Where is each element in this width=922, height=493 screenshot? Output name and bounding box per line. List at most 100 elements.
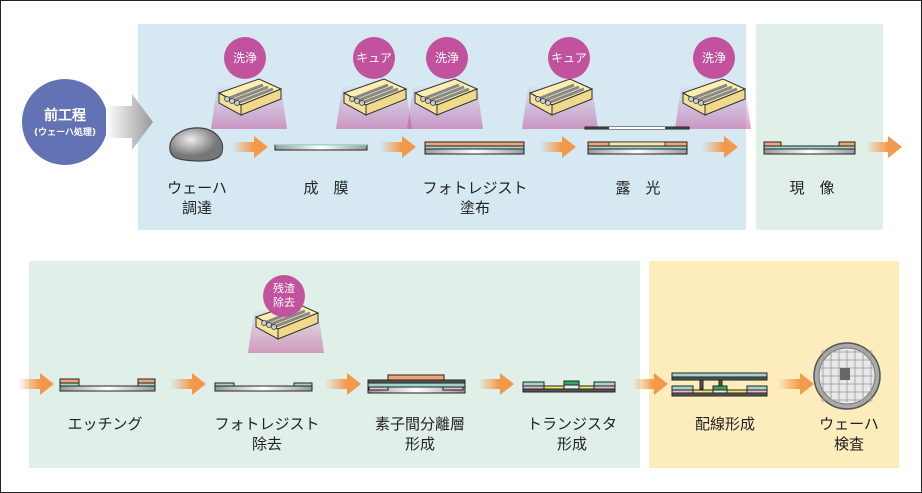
tube (351, 83, 389, 101)
resist-layer (763, 141, 782, 147)
badge-clean-3: 洗浄 (693, 37, 735, 79)
substrate-layer (367, 386, 466, 394)
badge-residue-line1: 残渣 (273, 282, 295, 295)
substrate-layer (274, 144, 368, 151)
flow-arrow-icon (232, 136, 268, 158)
step-resist-coat: フォトレジスト 塗布 (422, 179, 528, 217)
tube-end (266, 322, 272, 328)
resist-layer (424, 141, 525, 147)
oxide-layer (367, 382, 466, 388)
oxide-layer (522, 381, 545, 387)
flow-arrow-icon (170, 373, 206, 395)
tube (226, 83, 264, 101)
step-inspection: ウェーハ 検査 (819, 415, 879, 453)
flow-arrow-icon (325, 373, 361, 395)
substrate-layer (214, 385, 313, 392)
badge-clean-1: 洗浄 (224, 37, 266, 79)
tube-end (693, 98, 699, 104)
tube (542, 85, 580, 103)
tube-end (545, 100, 551, 106)
cleaning-equipment-icon (336, 78, 412, 129)
cleaning-equipment-icon (675, 78, 751, 129)
big-arrow-icon (106, 94, 153, 150)
flow-arrow-icon (380, 136, 416, 158)
isolation-region (442, 386, 464, 391)
resist-layer (838, 141, 856, 147)
tube (432, 87, 470, 105)
step-exposure: 露 光 (615, 179, 661, 197)
step-film: 成 膜 (303, 179, 349, 197)
step-isolation: 素子間分離層 形成 (374, 415, 466, 453)
step-develop: 現 像 (789, 179, 835, 197)
flow-arrow-icon (478, 373, 514, 395)
tube-end (425, 98, 431, 104)
start-process-circle: 前工程 (ウェーハ処理) (22, 79, 108, 165)
flow-arrow-icon (778, 373, 814, 395)
tube (547, 87, 585, 105)
gate (712, 385, 728, 391)
isolation-region (368, 386, 389, 391)
tray-front (240, 88, 282, 116)
tray-front (704, 88, 746, 116)
oxide-layer (746, 385, 768, 391)
flow-arrow-icon (702, 136, 738, 158)
badge-residue-line2: 除去 (273, 296, 295, 309)
tube-end (354, 98, 360, 104)
die-highlight (840, 368, 850, 380)
tube (236, 87, 274, 105)
substrate-layer (587, 148, 688, 155)
flow-arrow-icon (632, 373, 668, 395)
tube-end (359, 100, 365, 106)
oxide-layer (593, 381, 616, 387)
oxide-layer (671, 385, 694, 391)
tray-front (365, 88, 407, 116)
cleaning-equipment-icon (522, 78, 598, 129)
tube (537, 83, 575, 101)
panel-etch (29, 261, 640, 468)
panel-develop (756, 24, 883, 230)
substrate-layer (59, 385, 156, 392)
tray-front (436, 88, 478, 116)
badge-cure-2: キュア (548, 37, 590, 79)
badge-residue-removal: 残渣 除去 (263, 275, 305, 317)
substrate-layer (424, 148, 525, 155)
cleaning-equipment-icon (407, 78, 483, 129)
tube-end (430, 100, 436, 106)
tube-end (540, 98, 546, 104)
tube-end (271, 324, 277, 330)
step-wiring: 配線形成 (694, 415, 756, 433)
tube (361, 87, 399, 105)
resist-layer (387, 374, 445, 381)
tube-end (224, 96, 230, 102)
cleaning-equipment-icon (211, 78, 287, 129)
wafer-icon (169, 127, 224, 162)
start-subtitle: (ウェーハ処理) (33, 128, 97, 138)
tube (690, 83, 728, 101)
metal-top (671, 372, 768, 378)
tube (700, 87, 738, 105)
exposed-resist (608, 141, 666, 147)
flow-arrow-icon (866, 136, 902, 158)
substrate-layer (522, 388, 616, 393)
tube (427, 85, 465, 103)
tube (231, 85, 269, 103)
resist-layer (137, 378, 156, 384)
tube (695, 85, 733, 103)
tube-end (261, 320, 267, 326)
step-transistor: トランジスタ 形成 (526, 415, 618, 453)
tube-end (688, 96, 694, 102)
step-wafer-prep: ウェーハ 調達 (167, 179, 227, 217)
via (699, 379, 704, 390)
substrate-layer (763, 148, 856, 155)
resist-layer (59, 378, 80, 384)
step-resist-remove: フォトレジスト 除去 (214, 415, 320, 453)
tube (356, 85, 394, 103)
tube-end (698, 100, 704, 106)
substrate-layer (671, 392, 768, 397)
tube (273, 311, 311, 329)
gate (563, 380, 580, 386)
tube-end (229, 98, 235, 104)
tube-end (234, 100, 240, 106)
step-etching: エッチング (67, 415, 143, 433)
tray-front (277, 312, 319, 340)
